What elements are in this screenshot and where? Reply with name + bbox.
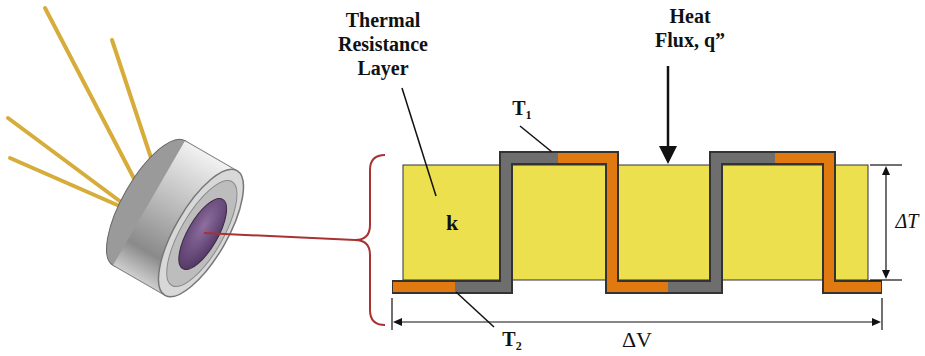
- leader-line: [402, 88, 436, 196]
- curly-brace: [355, 155, 385, 325]
- material-symbol: k: [446, 210, 458, 236]
- signal-label: T₁: [512, 96, 531, 120]
- heat-flux-arrow: [667, 66, 670, 148]
- layer-region: k: [405, 167, 499, 279]
- arrow-head: [659, 146, 677, 164]
- dimension-delta-v: [392, 298, 882, 330]
- signal-label: T₂: [502, 327, 521, 351]
- leader-line: [520, 126, 552, 152]
- dimension-label: ΔT: [896, 209, 919, 233]
- resistance-layer: [403, 165, 868, 280]
- part-label: Heat Flux, q”: [647, 4, 733, 52]
- leader-line: [204, 233, 355, 240]
- thermopile-strips: [392, 158, 882, 287]
- part-label: Thermal Resistance Layer: [324, 8, 442, 80]
- to-can: [91, 128, 260, 309]
- dimension-label: ΔV: [622, 327, 652, 353]
